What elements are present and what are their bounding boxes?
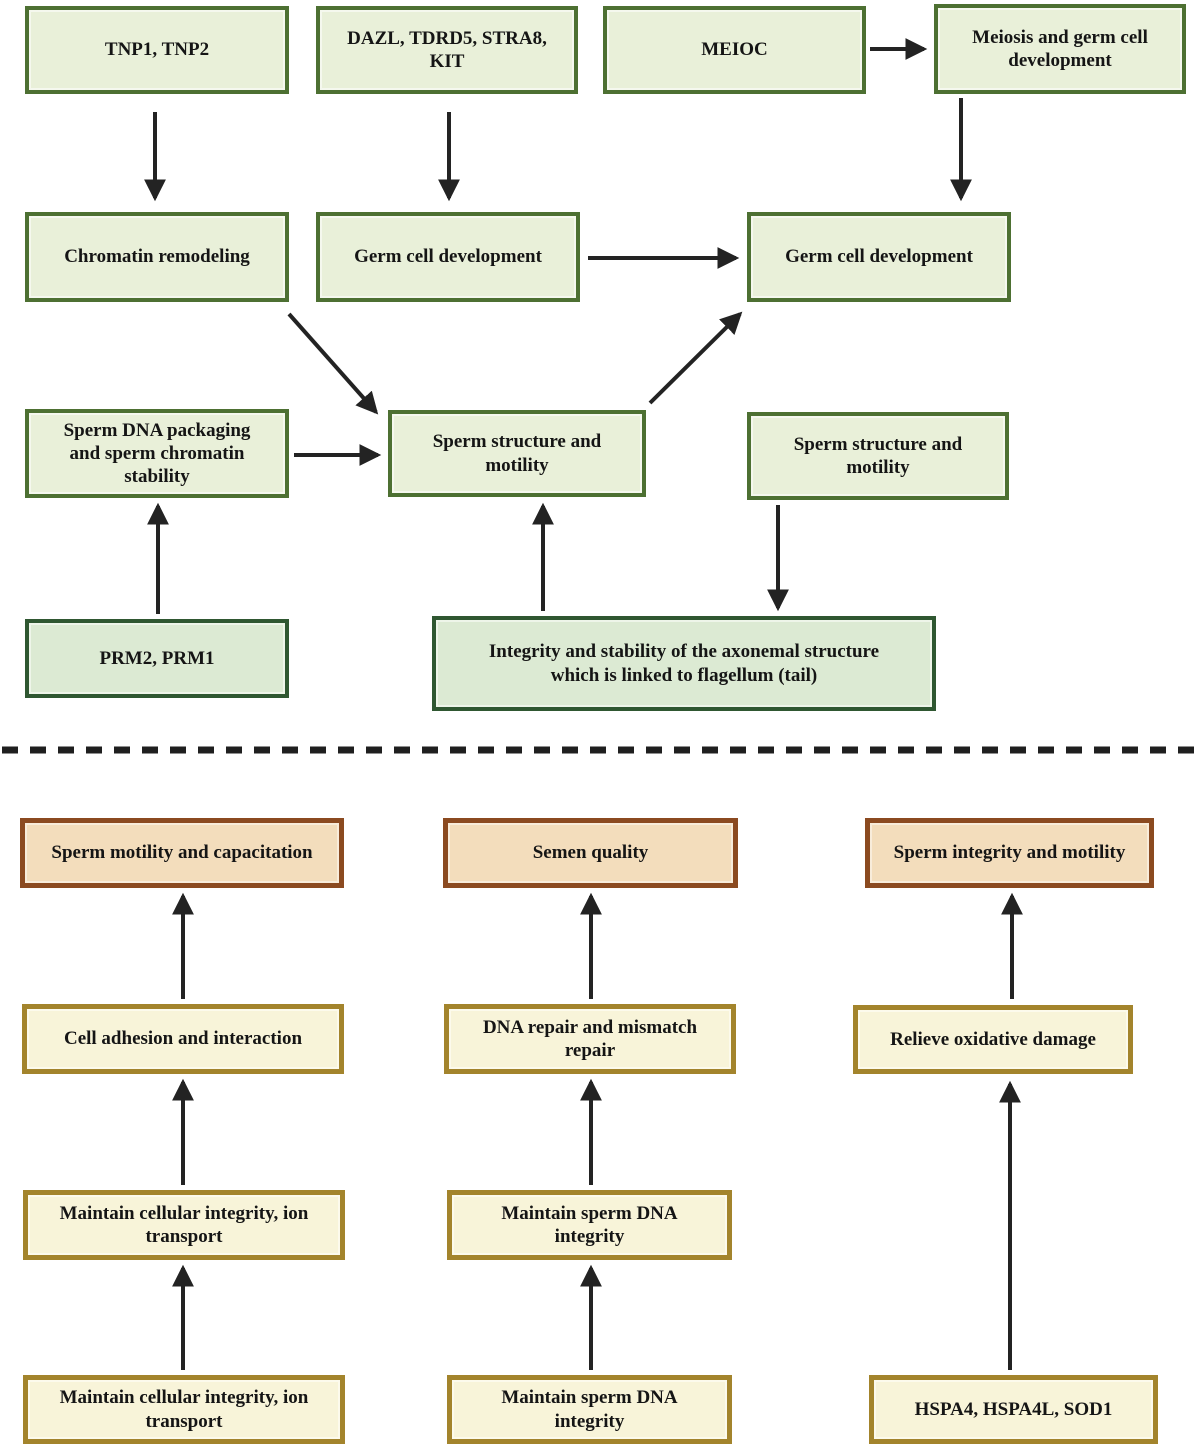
- box-col2-maintain-sperm-dna-integrity-lower: Maintain sperm DNA integrity: [447, 1375, 732, 1444]
- box-germ-cell-development-right: Germ cell development: [747, 212, 1011, 302]
- box-col2-maintain-sperm-dna-integrity-upper: Maintain sperm DNA integrity: [447, 1190, 732, 1260]
- arrow-spermstructure-to-germdev-right: [648, 311, 743, 405]
- box-sperm-structure-motility-right: Sperm structure and motility: [747, 412, 1009, 500]
- box-sperm-dna-packaging: Sperm DNA packaging and sperm chromatin …: [25, 409, 289, 498]
- box-col3-relieve-oxidative-damage: Relieve oxidative damage: [853, 1005, 1133, 1074]
- box-gene-meioc: MEIOC: [603, 6, 866, 94]
- box-genes-dazl-tdrd5-stra8-kit: DAZL, TDRD5, STRA8, KIT: [316, 6, 578, 94]
- box-germ-cell-development-left: Germ cell development: [316, 212, 580, 302]
- box-col1-cell-adhesion-interaction: Cell adhesion and interaction: [22, 1004, 344, 1074]
- box-genes-tnp1-tnp2: TNP1, TNP2: [25, 6, 289, 94]
- box-col2-outcome-semen-quality: Semen quality: [443, 818, 738, 888]
- box-col3-outcome-sperm-integrity-motility: Sperm integrity and motility: [865, 818, 1154, 888]
- box-meiosis-germ-cell-development: Meiosis and germ cell development: [934, 4, 1186, 94]
- arrow-chromatin-to-spermstructure: [287, 312, 379, 415]
- box-axonemal-integrity: Integrity and stability of the axonemal …: [432, 616, 936, 711]
- box-col1-maintain-cellular-integrity-upper: Maintain cellular integrity, ion transpo…: [23, 1190, 345, 1260]
- box-col1-outcome-sperm-motility-capacitation: Sperm motility and capacitation: [20, 818, 344, 888]
- box-col3-genes-hspa4-hspa4l-sod1: HSPA4, HSPA4L, SOD1: [869, 1375, 1158, 1444]
- box-genes-prm2-prm1: PRM2, PRM1: [25, 619, 289, 698]
- box-col2-dna-repair-mismatch-repair: DNA repair and mismatch repair: [444, 1004, 736, 1074]
- box-col1-maintain-cellular-integrity-lower: Maintain cellular integrity, ion transpo…: [23, 1375, 345, 1444]
- box-chromatin-remodeling: Chromatin remodeling: [25, 212, 289, 302]
- box-sperm-structure-motility-mid: Sperm structure and motility: [388, 410, 646, 497]
